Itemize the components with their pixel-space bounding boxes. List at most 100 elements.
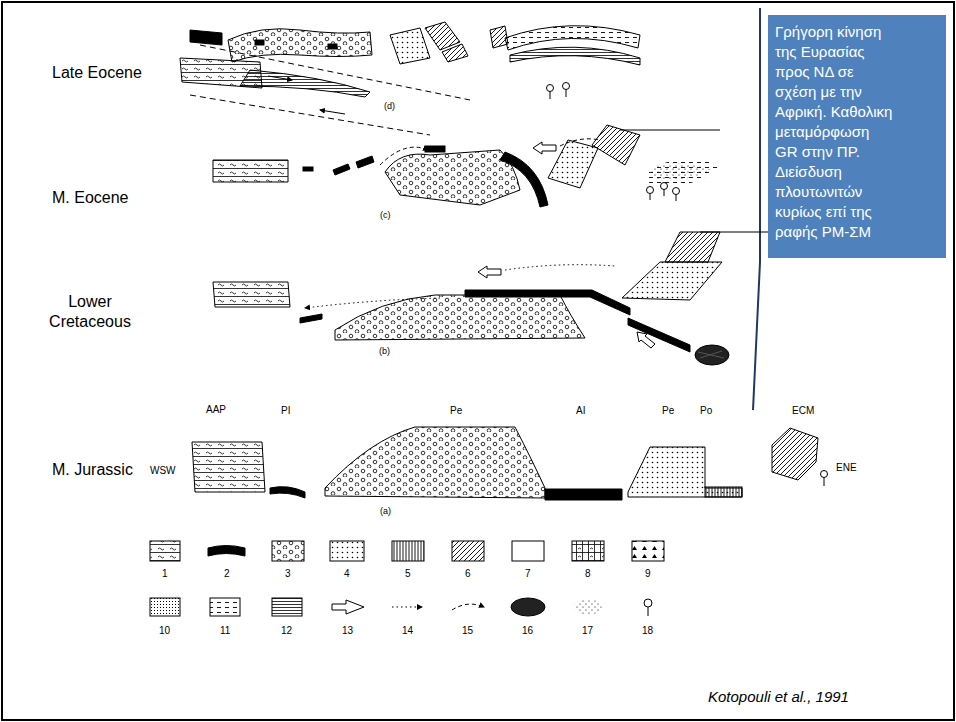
section-a-part [628, 447, 742, 497]
legend-samples [150, 541, 664, 616]
stage-label: M. Jurassic [52, 461, 133, 479]
section-c-part [650, 194, 651, 201]
section-d-part [240, 70, 370, 97]
legend-samples-part [210, 598, 240, 616]
section-d-part [190, 95, 430, 135]
direction-label: ENE [836, 462, 857, 474]
legend-number: 14 [402, 625, 413, 637]
legend-samples-part [452, 604, 484, 610]
legend-number: 10 [159, 625, 170, 637]
legend-number: 17 [582, 625, 593, 637]
section-a-part [270, 487, 305, 498]
section-c-part [385, 150, 520, 205]
section-d-part [547, 85, 554, 92]
legend-samples-part [511, 598, 545, 616]
unit-label: ECM [792, 405, 814, 417]
panel-letter: (c) [380, 210, 391, 220]
section-c-part [356, 156, 374, 168]
section-d-part [442, 44, 468, 62]
stage-label: Lower Cretaceous [44, 292, 136, 332]
legend-number: 7 [525, 568, 531, 580]
section-c-part [620, 130, 720, 131]
legend-number: 18 [642, 625, 653, 637]
legend-number: 8 [585, 568, 591, 580]
section-a-part [545, 489, 622, 500]
legend-number: 2 [224, 568, 230, 580]
direction-label: WSW [150, 465, 176, 477]
section-b-part [628, 318, 690, 352]
unit-label: AI [576, 405, 585, 417]
legend-number: 9 [645, 568, 651, 580]
section-b-part [665, 232, 720, 262]
legend-number: 12 [281, 625, 292, 637]
citation: Kotopouli et al., 1991 [708, 688, 849, 705]
legend-samples-part [512, 541, 544, 561]
note-box: Γρήγορη κίνηση της Ευρασίας προς ΝΔ σε σ… [768, 15, 946, 258]
section-d-part [390, 28, 430, 64]
section-b-part [698, 351, 724, 358]
section-b-part [300, 314, 322, 323]
section-c-part [664, 190, 665, 197]
section-a [192, 427, 828, 500]
legend-samples-part [272, 598, 302, 616]
section-b-part [695, 345, 729, 365]
section-b-part [478, 266, 501, 278]
section-d-part [563, 83, 570, 90]
legend-samples-part [332, 600, 364, 614]
section-c-part [673, 188, 680, 195]
section-d-part [505, 26, 640, 50]
legend-samples-part [392, 541, 424, 561]
panel-letter: (d) [384, 101, 395, 111]
section-d-part [490, 26, 508, 48]
unit-label: Pe [662, 405, 674, 417]
section-c-part [592, 125, 640, 165]
panel-letter: (a) [380, 506, 391, 516]
legend-number: 15 [462, 625, 473, 637]
section-d-part [550, 92, 551, 100]
section-c-part [533, 142, 556, 154]
legend-number: 6 [465, 568, 471, 580]
legend-number: 1 [162, 568, 168, 580]
section-d [180, 22, 640, 135]
legend-samples-part [572, 541, 604, 561]
legend-number: 11 [220, 625, 230, 637]
section-b-part [637, 332, 655, 348]
section-c-part [500, 152, 548, 207]
legend-samples-part [452, 541, 484, 561]
section-d-part [255, 40, 264, 45]
section-b-part [700, 232, 768, 233]
legend-samples-part [648, 607, 649, 616]
section-d-part [566, 90, 567, 98]
section-c-part [676, 195, 677, 202]
bracket-line-part [753, 8, 760, 410]
unit-label: Po [700, 405, 712, 417]
legend-samples-part [208, 546, 245, 557]
section-b-part [465, 290, 630, 315]
unit-label: AAP [206, 404, 226, 416]
legend-samples-part [574, 599, 602, 615]
section-a-part [705, 487, 742, 497]
legend-samples-part [150, 541, 180, 561]
legend-number: 13 [342, 625, 353, 637]
legend-samples-part [330, 541, 364, 561]
stage-label: M. Eocene [52, 189, 128, 207]
note-text: Γρήγορη κίνηση της Ευρασίας προς ΝΔ σε σ… [775, 22, 893, 242]
section-a-part [772, 428, 818, 480]
unit-label: Pe [450, 405, 462, 417]
section-c-part [425, 146, 445, 152]
section-b-part [505, 265, 615, 270]
section-d-part [320, 110, 345, 114]
section-d-part [328, 44, 337, 49]
legend-samples-part [632, 541, 664, 561]
section-a-part [325, 427, 545, 498]
section-c-part [548, 140, 598, 188]
section-d-part [190, 30, 222, 45]
section-d-part [510, 47, 640, 65]
legend-number: 4 [344, 568, 350, 580]
section-d-part [268, 76, 292, 80]
section-a-part [821, 471, 828, 478]
section-a-part [824, 478, 825, 487]
section-c-part [650, 163, 712, 180]
section-b-part [335, 295, 585, 340]
